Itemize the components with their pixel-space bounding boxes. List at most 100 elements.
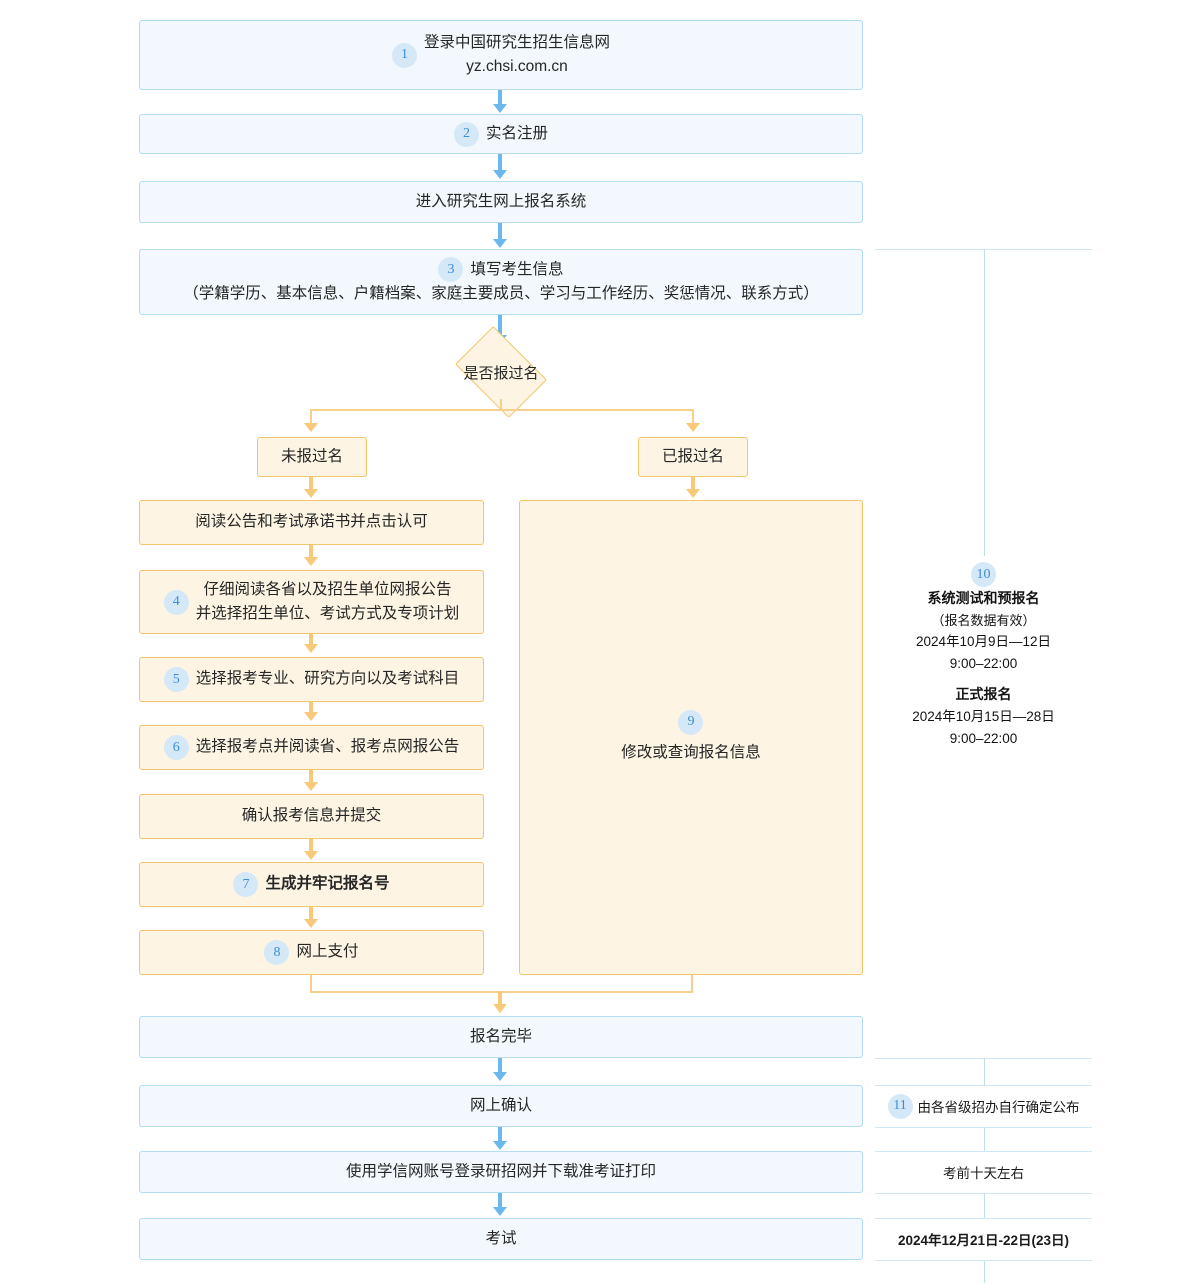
step-online-confirmation-label: 网上确认 — [469, 1096, 532, 1114]
step-confirm-submit-label: 确认报考信息并提交 — [241, 807, 382, 825]
step-modify-query-label: 修改或查询报名信息 — [621, 743, 761, 761]
branch-horizontal — [311, 409, 693, 411]
panel-rule-5 — [875, 1193, 1092, 1194]
panel-formal-registration-dates: 2024年10月15日—28日 — [912, 709, 1055, 725]
step-choose-major-label: 选择报考专业、研究方向以及考试科目 — [195, 670, 460, 688]
panel-pre-registration-title: 系统测试和预报名 — [927, 590, 1040, 606]
step-choose-major-box[interactable]: 5 选择报考专业、研究方向以及考试科目 — [139, 657, 484, 702]
step-exam-box[interactable]: 考试 — [139, 1218, 863, 1260]
arrow-down-right-1 — [686, 489, 700, 498]
panel-tick-schedule — [984, 250, 985, 556]
panel-rule-4 — [875, 1151, 1092, 1152]
step-choose-institution-line2: 并选择招生单位、考试方式及专项计划 — [195, 605, 460, 622]
step-exam-label: 考试 — [485, 1229, 517, 1247]
step-choose-exam-site-box[interactable]: 6 选择报考点并阅读省、报考点网报公告 — [139, 725, 484, 770]
merge-center-shaft — [498, 991, 502, 1006]
step-online-payment-label: 网上支付 — [296, 943, 359, 961]
step-registration-complete-label: 报名完毕 — [469, 1027, 532, 1045]
arrow-down-left-3 — [304, 644, 318, 653]
panel-rule-3 — [875, 1127, 1092, 1128]
panel-pre-registration-dates: 2024年10月9日—12日 — [915, 633, 1052, 649]
connector-shaft-left-6 — [309, 839, 313, 853]
step-number-badge-7: 7 — [233, 872, 259, 897]
panel-rule-top — [875, 249, 1092, 250]
step-choose-institution-box[interactable]: 4 仔细阅读各省以及招生单位网报公告 并选择招生单位、考试方式及专项计划 — [139, 570, 484, 634]
connector-shaft-6 — [498, 1127, 502, 1143]
step-number-badge-2: 2 — [453, 121, 479, 147]
step-number-badge-1: 1 — [391, 42, 417, 68]
arrow-down-left-7 — [304, 919, 318, 928]
step-read-announcement-label: 阅读公告和考试承诺书并点击认可 — [195, 513, 428, 531]
panel-rule-1 — [875, 1058, 1092, 1059]
panel-tick-1 — [984, 1059, 985, 1085]
arrow-down-left-2 — [304, 557, 318, 566]
step-enter-system-box[interactable]: 进入研究生网上报名系统 — [139, 181, 863, 223]
branch-already-registered-box[interactable]: 已报过名 — [638, 437, 748, 477]
panel-pre-registration-note: （报名数据有效） — [931, 612, 1036, 628]
step-enter-system-label: 进入研究生网上报名系统 — [415, 192, 587, 210]
connector-shaft-left-1 — [309, 477, 313, 491]
decision-registered-before[interactable]: 是否报过名 — [455, 326, 547, 418]
connector-shaft-3 — [498, 223, 502, 240]
step-fill-candidate-info-detail: （学籍学历、基本信息、户籍档案、家庭主要成员、学习与工作经历、奖惩情况、联系方式… — [183, 285, 819, 303]
arrow-down-branch-left — [304, 423, 318, 432]
panel-exam-date-cell: 2024年12月21日-22日(23日) — [875, 1218, 1092, 1260]
panel-schedule-block: 10 系统测试和预报名 （报名数据有效） 2024年10月9日—12日 9:00… — [875, 562, 1092, 750]
step-realname-register-label: 实名注册 — [485, 124, 548, 142]
step-download-admission-ticket-box[interactable]: 使用学信网账号登录研招网并下载准考证打印 — [139, 1151, 863, 1193]
panel-tick-4 — [984, 1261, 985, 1283]
connector-shaft-left-2 — [309, 545, 313, 559]
arrow-down-left-6 — [304, 851, 318, 860]
panel-rule-6 — [875, 1218, 1092, 1219]
panel-number-badge-10: 10 — [971, 562, 996, 587]
panel-admission-ticket-cell: 考前十天左右 — [875, 1151, 1092, 1193]
step-modify-query-box[interactable]: 9 修改或查询报名信息 — [519, 500, 863, 975]
arrow-down-merge — [493, 1004, 507, 1013]
branch-stem — [500, 399, 502, 411]
connector-shaft-left-7 — [309, 907, 313, 921]
arrow-down-1 — [493, 104, 507, 113]
branch-left-drop — [310, 409, 312, 425]
connector-shaft-left-3 — [309, 634, 313, 646]
step-confirm-submit-box[interactable]: 确认报考信息并提交 — [139, 794, 484, 839]
panel-rule-7 — [875, 1260, 1092, 1261]
step-realname-register-box[interactable]: 2 实名注册 — [139, 114, 863, 154]
decision-label: 是否报过名 — [463, 364, 539, 382]
step-choose-institution-line1: 仔细阅读各省以及招生单位网报公告 — [203, 580, 452, 598]
step-generate-registration-number-label: 生成并牢记报名号 — [265, 875, 390, 893]
arrow-down-left-4 — [304, 712, 318, 721]
branch-right-drop — [692, 409, 694, 425]
step-generate-registration-number-box[interactable]: 7 生成并牢记报名号 — [139, 862, 484, 907]
step-fill-candidate-info-box[interactable]: 3 填写考生信息 （学籍学历、基本信息、户籍档案、家庭主要成员、学习与工作经历、… — [139, 249, 863, 315]
panel-tick-3 — [984, 1194, 985, 1218]
panel-exam-date-label: 2024年12月21日-22日(23日) — [897, 1233, 1070, 1248]
panel-admission-ticket-label: 考前十天左右 — [943, 1166, 1024, 1181]
step-number-badge-3: 3 — [438, 257, 464, 283]
arrow-down-branch-right — [686, 423, 700, 432]
connector-shaft-right-1 — [691, 477, 695, 491]
step-online-payment-box[interactable]: 8 网上支付 — [139, 930, 484, 975]
branch-already-registered-label: 已报过名 — [661, 447, 724, 465]
step-number-badge-4: 4 — [163, 589, 189, 615]
panel-tick-2 — [984, 1128, 985, 1151]
step-online-confirmation-box[interactable]: 网上确认 — [139, 1085, 863, 1127]
step-read-announcement-box[interactable]: 阅读公告和考试承诺书并点击认可 — [139, 500, 484, 545]
step-login-line1: 登录中国研究生招生信息网 — [423, 33, 610, 51]
panel-pre-registration-time: 9:00–22:00 — [949, 655, 1018, 671]
connector-shaft-2 — [498, 154, 502, 172]
step-login-box[interactable]: 1 登录中国研究生招生信息网 yz.chsi.com.cn — [139, 20, 863, 90]
step-login-url: yz.chsi.com.cn — [466, 58, 568, 75]
step-number-badge-5: 5 — [163, 667, 189, 692]
merge-right-drop — [691, 975, 693, 993]
branch-not-registered-box[interactable]: 未报过名 — [257, 437, 367, 477]
connector-shaft-left-4 — [309, 702, 313, 714]
arrow-down-5 — [493, 1072, 507, 1081]
arrow-down-6 — [493, 1141, 507, 1150]
connector-shaft-7 — [498, 1193, 502, 1209]
step-registration-complete-box[interactable]: 报名完毕 — [139, 1016, 863, 1058]
panel-confirmation-label: 由各省级招办自行确定公布 — [917, 1100, 1080, 1115]
panel-schedule-spacer — [875, 674, 1092, 683]
step-fill-candidate-info-title: 填写考生信息 — [470, 260, 564, 278]
connector-shaft-4 — [498, 315, 502, 337]
